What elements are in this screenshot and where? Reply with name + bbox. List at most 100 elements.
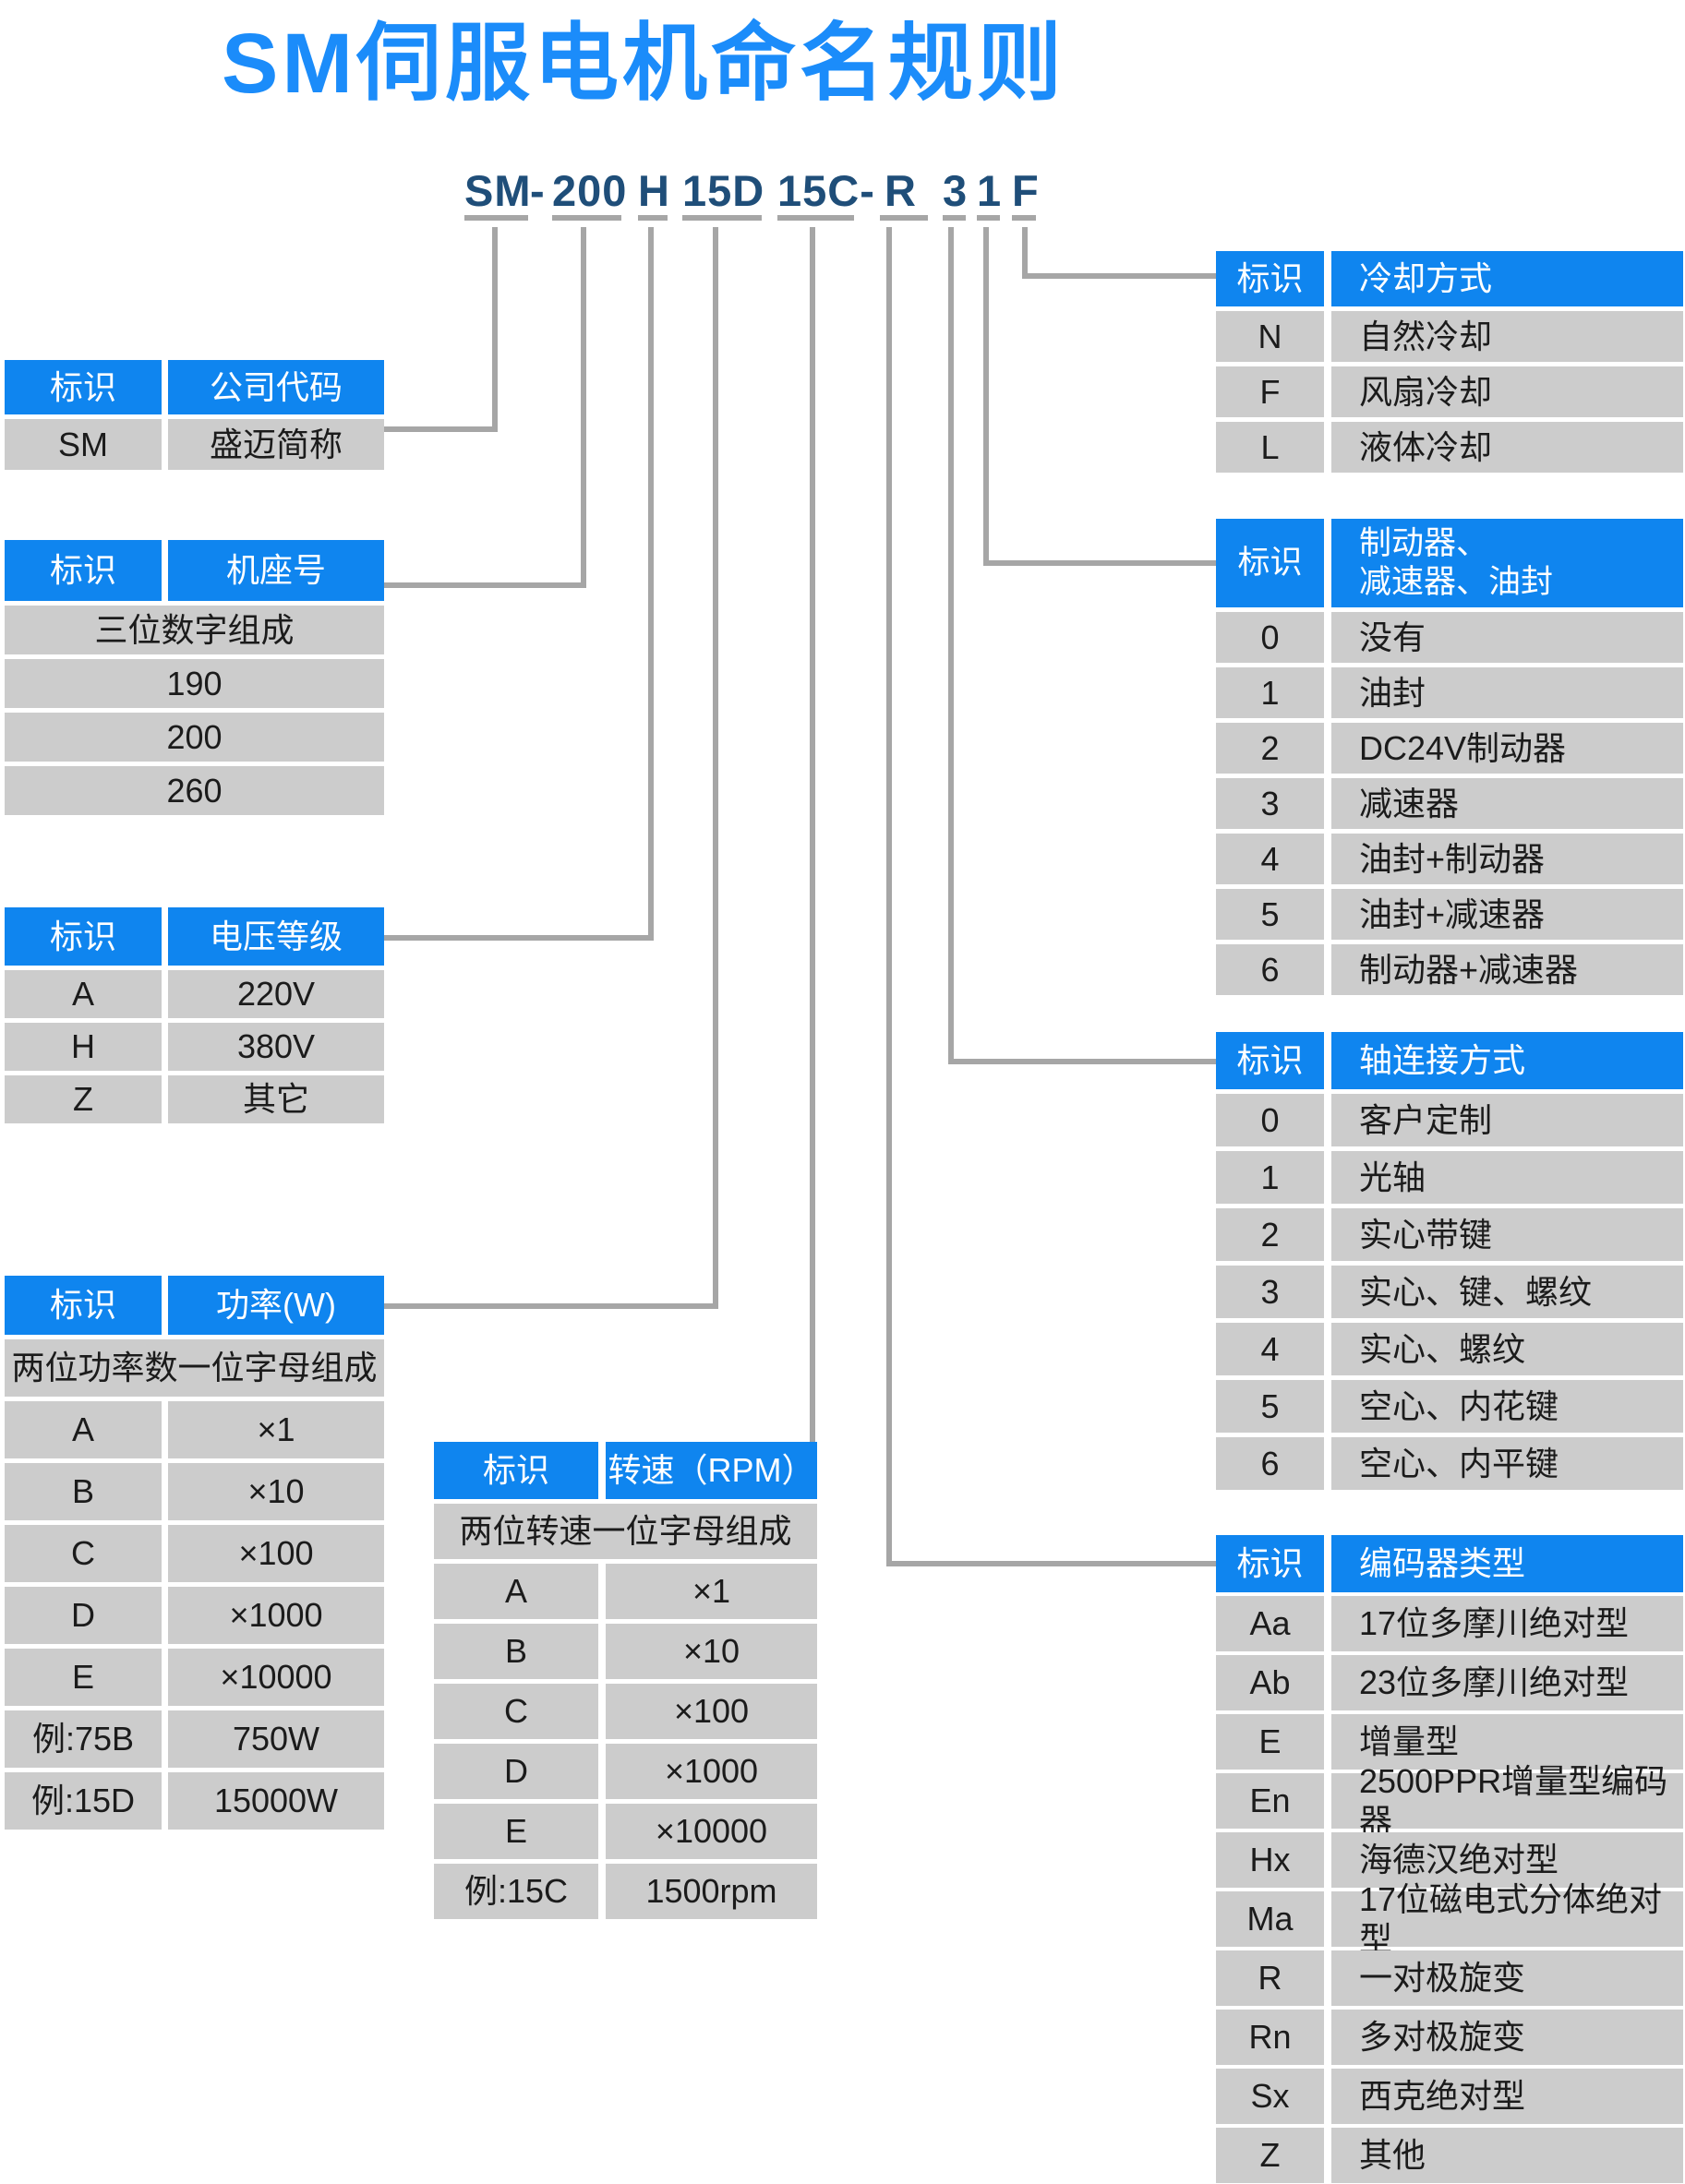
table-brake-row-3-code: 3 bbox=[1216, 778, 1324, 829]
table-encoder-header-col2: 编码器类型 bbox=[1331, 1535, 1683, 1592]
table-brake-row-3-desc: 减速器 bbox=[1331, 778, 1683, 829]
table-brake-header-col2: 制动器、 减速器、油封 bbox=[1331, 519, 1683, 607]
table-voltage-header-col1: 标识 bbox=[5, 907, 162, 966]
table-shaft-row-3-desc: 实心、键、螺纹 bbox=[1331, 1266, 1683, 1318]
table-frame-row-2-note: 200 bbox=[5, 713, 384, 762]
connector-line-horizontal bbox=[886, 1561, 1216, 1566]
model-underline bbox=[977, 215, 1000, 221]
table-shaft-row-0-desc: 客户定制 bbox=[1331, 1094, 1683, 1146]
model-underline bbox=[880, 215, 928, 221]
table-rpm-row-3-code: C bbox=[434, 1684, 598, 1739]
table-cooling-row-1-code: F bbox=[1216, 366, 1324, 417]
table-power-row-7-desc: 15000W bbox=[168, 1772, 384, 1830]
table-encoder-row-0-desc: 17位多摩川绝对型 bbox=[1331, 1596, 1683, 1651]
table-power-row-3-desc: ×100 bbox=[168, 1525, 384, 1582]
table-brake-row-2-code: 2 bbox=[1216, 723, 1324, 774]
table-voltage-row-0-desc: 220V bbox=[168, 970, 384, 1018]
table-rpm-row-1-code: A bbox=[434, 1564, 598, 1619]
model-underline bbox=[552, 215, 621, 221]
connector-line-horizontal bbox=[384, 935, 654, 941]
table-brake-row-2-desc: DC24V制动器 bbox=[1331, 723, 1683, 774]
table-encoder-row-6-code: R bbox=[1216, 1950, 1324, 2006]
model-underline bbox=[1012, 215, 1036, 221]
table-company-row-0-code: SM bbox=[5, 419, 162, 470]
table-cooling-row-2-desc: 液体冷却 bbox=[1331, 422, 1683, 473]
connector-line-vertical bbox=[810, 227, 815, 1442]
table-brake-row-4-desc: 油封+制动器 bbox=[1331, 834, 1683, 884]
table-rpm-row-2-desc: ×10 bbox=[606, 1624, 817, 1679]
table-voltage-row-1-desc: 380V bbox=[168, 1023, 384, 1071]
model-underline bbox=[638, 215, 668, 221]
model-segment: 15D bbox=[682, 166, 765, 215]
table-encoder-row-8-desc: 西克绝对型 bbox=[1331, 2069, 1683, 2124]
table-cooling-row-0-code: N bbox=[1216, 311, 1324, 362]
connector-line-vertical bbox=[581, 227, 586, 588]
table-power-row-2-code: B bbox=[5, 1463, 162, 1520]
table-frame-row-0-note: 三位数字组成 bbox=[5, 606, 384, 654]
table-encoder-row-1-code: Ab bbox=[1216, 1655, 1324, 1710]
table-encoder-row-5-code: Ma bbox=[1216, 1891, 1324, 1947]
table-power-header-col1: 标识 bbox=[5, 1276, 162, 1335]
table-rpm-row-0-note: 两位转速一位字母组成 bbox=[434, 1504, 817, 1559]
table-encoder-row-3-code: En bbox=[1216, 1773, 1324, 1829]
table-power-row-5-desc: ×10000 bbox=[168, 1649, 384, 1706]
table-shaft-row-0-code: 0 bbox=[1216, 1094, 1324, 1146]
table-power-row-1-code: A bbox=[5, 1401, 162, 1458]
model-segment: H bbox=[638, 166, 670, 215]
table-rpm-row-4-code: D bbox=[434, 1744, 598, 1799]
table-shaft-row-1-code: 1 bbox=[1216, 1151, 1324, 1204]
table-rpm-row-1-desc: ×1 bbox=[606, 1564, 817, 1619]
model-segment: 3 bbox=[943, 166, 969, 215]
table-brake-header-col1: 标识 bbox=[1216, 519, 1324, 607]
table-encoder-row-9-code: Z bbox=[1216, 2128, 1324, 2183]
table-cooling-row-2-code: L bbox=[1216, 422, 1324, 473]
model-segment: F bbox=[1012, 166, 1040, 215]
table-encoder-row-4-desc: 海德汉绝对型 bbox=[1331, 1832, 1683, 1888]
table-frame-row-3-note: 260 bbox=[5, 766, 384, 815]
connector-line-vertical bbox=[1022, 227, 1028, 279]
model-underline bbox=[682, 215, 762, 221]
table-brake-row-0-desc: 没有 bbox=[1331, 612, 1683, 663]
table-power-row-6-code: 例:75B bbox=[5, 1710, 162, 1768]
model-underline bbox=[777, 215, 854, 221]
model-segment: SM bbox=[464, 166, 532, 215]
table-brake-row-5-code: 5 bbox=[1216, 889, 1324, 940]
table-encoder-row-8-code: Sx bbox=[1216, 2069, 1324, 2124]
table-shaft-header-col2: 轴连接方式 bbox=[1331, 1032, 1683, 1089]
table-brake-row-1-code: 1 bbox=[1216, 667, 1324, 718]
connector-line-vertical bbox=[492, 227, 498, 432]
table-shaft-row-5-code: 5 bbox=[1216, 1380, 1324, 1433]
table-encoder-header-col1: 标识 bbox=[1216, 1535, 1324, 1592]
table-power-row-6-desc: 750W bbox=[168, 1710, 384, 1768]
table-cooling-row-1-desc: 风扇冷却 bbox=[1331, 366, 1683, 417]
connector-line-vertical bbox=[886, 227, 892, 1566]
table-encoder-row-7-desc: 多对极旋变 bbox=[1331, 2010, 1683, 2065]
table-company-header-col2: 公司代码 bbox=[168, 360, 384, 414]
table-brake-row-5-desc: 油封+减速器 bbox=[1331, 889, 1683, 940]
table-shaft-row-4-code: 4 bbox=[1216, 1323, 1324, 1375]
table-voltage-header-col2: 电压等级 bbox=[168, 907, 384, 966]
table-power-header-col2: 功率(W) bbox=[168, 1276, 384, 1335]
table-shaft-row-6-desc: 空心、内平键 bbox=[1331, 1437, 1683, 1490]
table-encoder-row-2-desc: 增量型 bbox=[1331, 1714, 1683, 1770]
table-encoder-row-7-code: Rn bbox=[1216, 2010, 1324, 2065]
connector-line-horizontal bbox=[384, 426, 498, 432]
table-rpm-row-5-desc: ×10000 bbox=[606, 1804, 817, 1859]
table-rpm-row-2-code: B bbox=[434, 1624, 598, 1679]
table-encoder-row-4-code: Hx bbox=[1216, 1832, 1324, 1888]
table-rpm-row-3-desc: ×100 bbox=[606, 1684, 817, 1739]
connector-line-horizontal bbox=[983, 560, 1216, 566]
model-segment: R bbox=[885, 166, 917, 215]
table-power-row-2-desc: ×10 bbox=[168, 1463, 384, 1520]
table-cooling-header-col1: 标识 bbox=[1216, 251, 1324, 306]
model-segment: 15C- bbox=[777, 166, 875, 215]
table-company-row-0-desc: 盛迈简称 bbox=[168, 419, 384, 470]
table-power-row-0-note: 两位功率数一位字母组成 bbox=[5, 1339, 384, 1397]
table-power-row-5-code: E bbox=[5, 1649, 162, 1706]
